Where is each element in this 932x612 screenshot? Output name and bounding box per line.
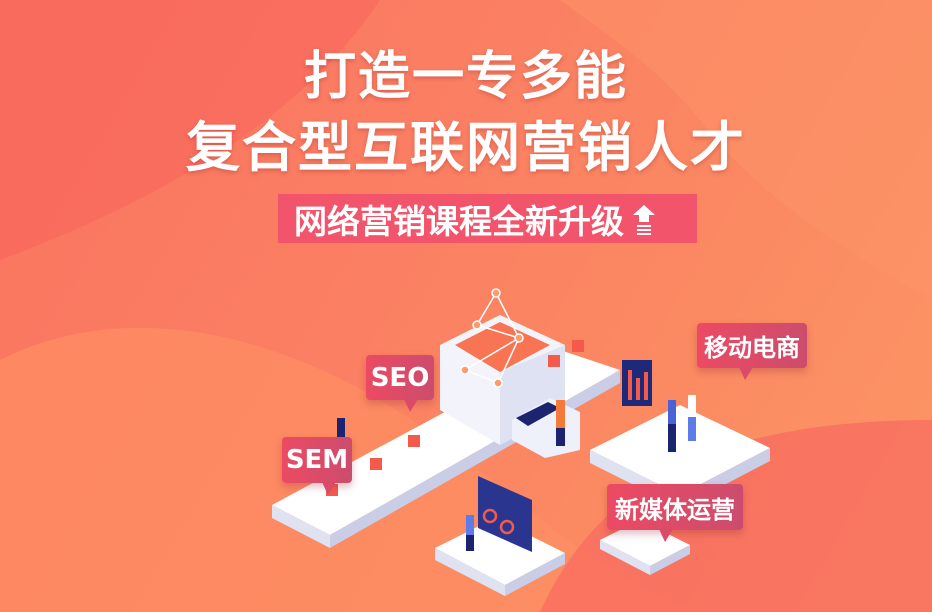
mobile-ecommerce-bubble: 移动电商 bbox=[697, 323, 807, 380]
network-diagram bbox=[460, 288, 524, 388]
platform-small bbox=[600, 520, 690, 575]
headline-line-2: 复合型互联网营销人才 bbox=[186, 116, 746, 179]
people-figures bbox=[337, 395, 696, 551]
headline-line-1: 打造一专多能 bbox=[303, 47, 628, 107]
sem-bubble: SEM bbox=[282, 437, 352, 495]
upgrade-banner-label: 网络营销课程全新升级 bbox=[294, 201, 624, 241]
platform-bottom bbox=[435, 476, 565, 596]
seo-bubble: SEO bbox=[366, 355, 434, 412]
upgrade-banner: 网络营销课程全新升级 bbox=[278, 194, 697, 243]
new-media-bubble: 新媒体运营 bbox=[607, 484, 743, 542]
upgrade-arrow-icon bbox=[632, 203, 656, 235]
